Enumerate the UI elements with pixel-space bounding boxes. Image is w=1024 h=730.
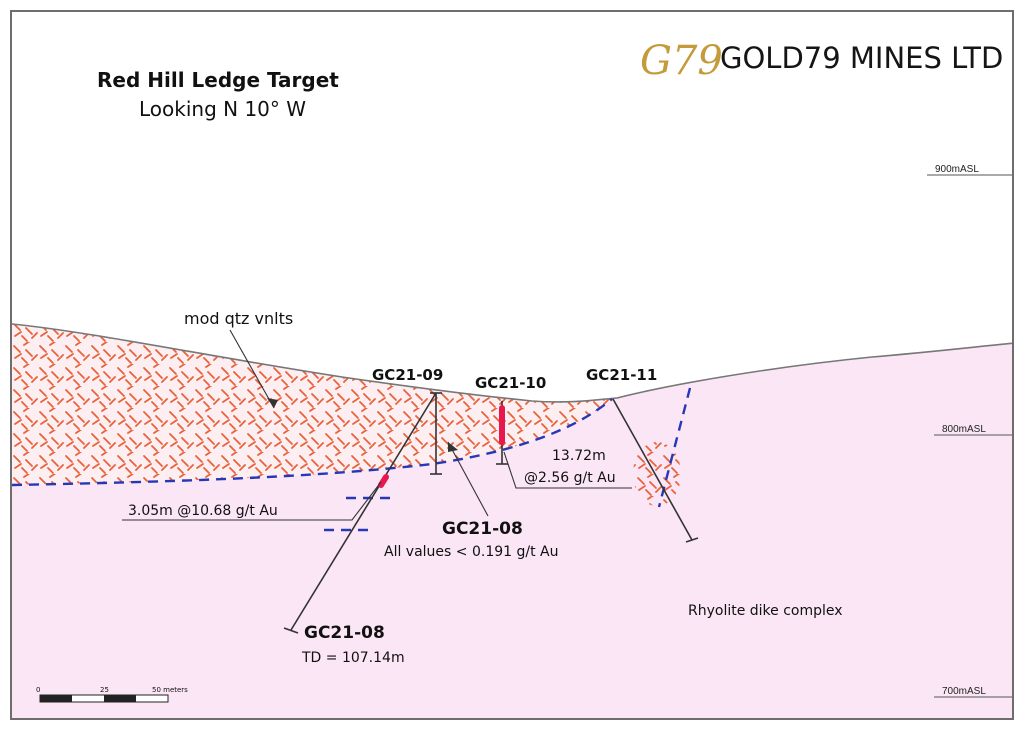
label-gc21-10: GC21-10 (475, 374, 546, 392)
leader-intercept-gc08 (122, 481, 382, 521)
leader-intercept-gc10 (503, 451, 632, 489)
scale-tick-50: 50 meters (152, 686, 188, 694)
scale-bar: 0 25 50 meters (36, 686, 188, 703)
scale-tick-25: 25 (100, 686, 109, 694)
drillhole-gc21-11-end (685, 537, 699, 543)
topography-line (12, 323, 1012, 403)
label-gc21-08-td: TD = 107.14m (301, 650, 405, 666)
leader-gc21-08-values (447, 441, 489, 517)
label-gc21-08-mid: GC21-08 (442, 519, 523, 539)
elevation-label-800: 800mASL (942, 424, 986, 435)
cross-section-diagram: 900mASL 800mASL 700mASL Red Hill Ledge T… (12, 38, 1012, 718)
leader-mod-qtz (229, 329, 275, 409)
company-logo: G79 GOLD79 MINES LTD (640, 38, 1003, 84)
label-rhyolite: Rhyolite dike complex (688, 603, 843, 619)
label-intercept-gc10-length: 13.72m (552, 448, 606, 464)
elevation-label-900: 900mASL (935, 164, 979, 175)
hatched-pod (633, 442, 681, 506)
contact-line-main (12, 398, 613, 487)
label-gc21-09: GC21-09 (372, 366, 443, 384)
elevation-label-700: 700mASL (942, 686, 986, 697)
logo-monogram: G79 (640, 38, 723, 84)
label-intercept-gc08: 3.05m @10.68 g/t Au (128, 503, 278, 519)
section-title: Red Hill Ledge Target (97, 68, 339, 92)
drillhole-gc21-08 (290, 392, 437, 631)
logo-company-name: GOLD79 MINES LTD (720, 41, 1003, 75)
drillhole-gc21-08-end (283, 627, 299, 634)
label-gc21-08-bottom: GC21-08 (304, 623, 385, 643)
section-subtitle: Looking N 10° W (139, 97, 306, 121)
contact-line-dike (657, 387, 692, 508)
drillhole-gc21-11 (612, 398, 693, 541)
scale-tick-0: 0 (36, 686, 40, 694)
intercept-gc21-08 (378, 474, 389, 488)
section-frame: 900mASL 800mASL 700mASL Red Hill Ledge T… (10, 10, 1014, 720)
label-intercept-gc10-grade: @2.56 g/t Au (524, 470, 616, 486)
label-gc21-08-values: All values < 0.191 g/t Au (384, 544, 559, 560)
label-mod-qtz: mod qtz vnlts (184, 309, 293, 328)
label-gc21-11: GC21-11 (586, 366, 657, 384)
